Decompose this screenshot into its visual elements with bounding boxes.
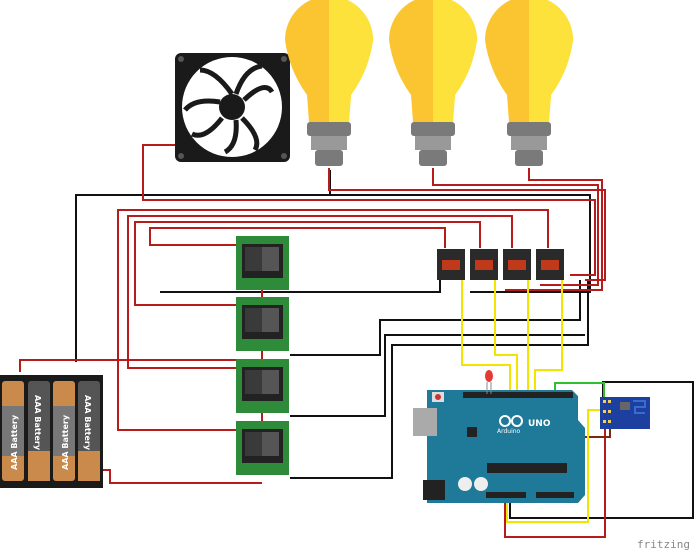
fan <box>175 53 290 162</box>
wire-red <box>142 144 596 276</box>
rocker-switches <box>236 236 289 475</box>
rocker-switch[interactable] <box>236 236 289 290</box>
bulbs <box>285 0 573 166</box>
wire-yellow <box>506 409 603 523</box>
wire-red <box>127 215 513 369</box>
fritzing-watermark: fritzing <box>637 538 690 551</box>
relay <box>536 249 564 280</box>
rocker-switch[interactable] <box>236 297 289 351</box>
wire-green <box>554 382 605 398</box>
wire-red <box>505 168 603 291</box>
wire-black <box>75 170 331 362</box>
wire-red <box>432 168 599 286</box>
wires <box>19 144 694 538</box>
wire-black <box>330 194 591 293</box>
relay <box>470 249 498 280</box>
led <box>485 370 493 394</box>
light-bulb <box>285 0 373 166</box>
arduino-uno: Arduino UNO <box>413 390 585 503</box>
wire-red <box>134 221 481 306</box>
battery-label: AAA Battery <box>10 414 19 470</box>
wire-black <box>160 280 441 293</box>
wire-red <box>328 168 606 281</box>
light-bulb <box>485 0 573 166</box>
light-bulb <box>389 0 477 166</box>
wifi-module <box>600 397 650 429</box>
wire-yellow <box>461 280 511 395</box>
relay <box>503 249 531 280</box>
battery-pack: AAA Battery AAA Battery AAA Battery AAA … <box>0 375 103 488</box>
wire-black <box>290 280 581 356</box>
relays <box>437 249 564 280</box>
rocker-switch[interactable] <box>236 421 289 475</box>
arduino-model: UNO <box>528 419 551 429</box>
battery-label: AAA Battery <box>33 395 42 451</box>
wire-red <box>117 209 549 431</box>
wire-red <box>19 359 236 372</box>
battery-label: AAA Battery <box>83 395 92 451</box>
wire-red <box>103 469 262 484</box>
wire-yellow <box>494 280 518 395</box>
relay <box>437 249 465 280</box>
wire-red <box>149 227 446 248</box>
wire-black <box>290 280 589 479</box>
wire-yellow <box>534 280 563 395</box>
wire-red <box>504 425 606 538</box>
battery-label: AAA Battery <box>61 414 70 470</box>
wire-black <box>290 334 585 417</box>
rocker-switch[interactable] <box>236 359 289 413</box>
arduino-brand: Arduino <box>497 428 521 435</box>
